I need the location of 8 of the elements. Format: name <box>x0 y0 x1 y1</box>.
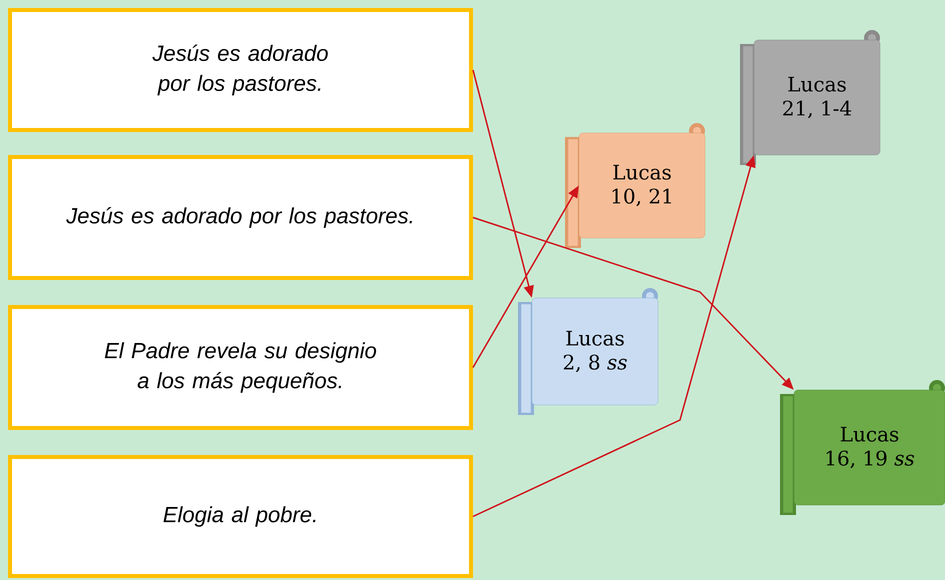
scroll: Lucas 2, 8 ss <box>518 288 658 415</box>
text-box: Jesús es adorado por los pastores. <box>8 155 473 280</box>
text-box: Jesús es adorado por los pastores. <box>8 8 473 132</box>
text-box: Elogia al pobre. <box>8 455 473 578</box>
scroll: Lucas 16, 19 ss <box>780 380 945 515</box>
scroll: Lucas 21, 1-4 <box>740 30 880 165</box>
text-box: El Padre revela su designio a los más pequeños. <box>8 305 473 430</box>
scroll: Lucas 10, 21 <box>565 123 706 248</box>
